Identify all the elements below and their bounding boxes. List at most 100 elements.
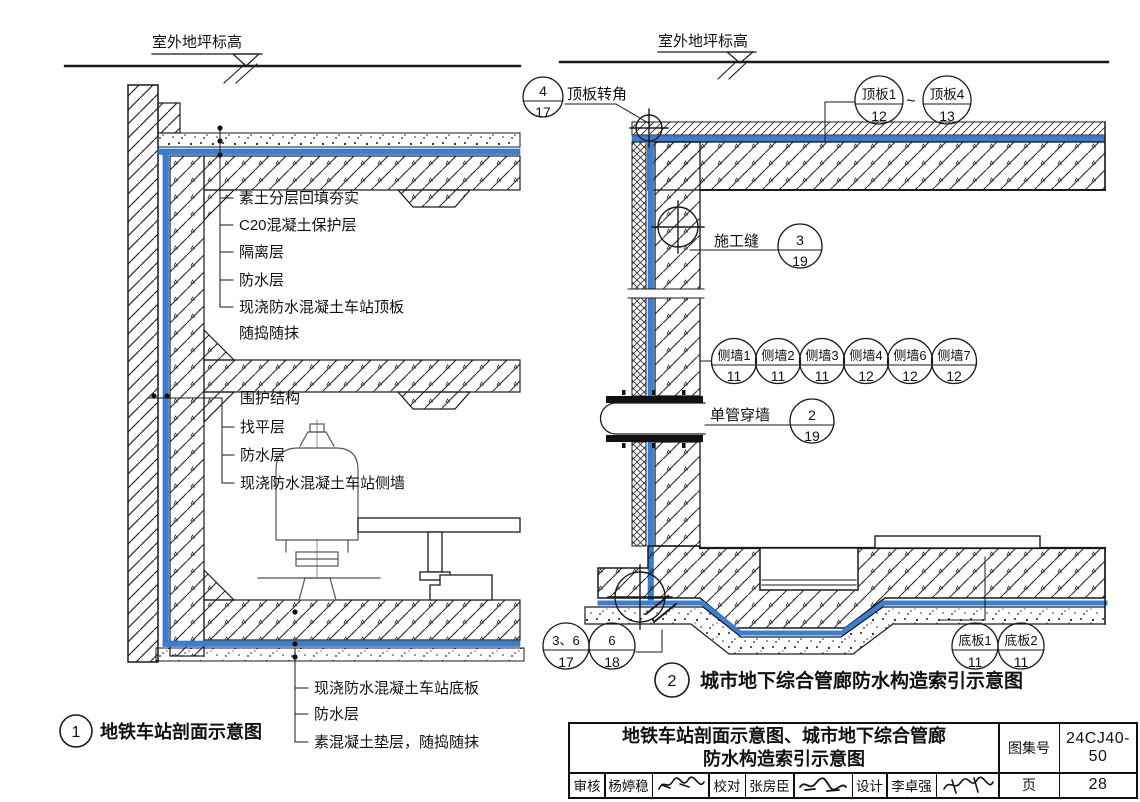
callout-waterproof-roof: 防水层 — [239, 272, 284, 289]
platform — [357, 517, 521, 601]
roof-bubble-last-page: 13 — [939, 108, 955, 124]
svg-text:11: 11 — [815, 368, 830, 384]
fig1-ground-hatch1 — [223, 63, 246, 84]
svg-text:底板2: 底板2 — [1004, 633, 1037, 648]
fig1-waterproof-floor — [162, 640, 521, 647]
fig1-number-circle — [59, 714, 93, 748]
pipe-bubble — [789, 398, 835, 444]
roof-bubble-last — [922, 75, 972, 125]
roof-bubble-leader — [824, 101, 856, 143]
check-label: 校对 — [709, 773, 745, 797]
figure2: 室外地坪标高 — [522, 33, 1110, 698]
floor-corner-icon — [607, 564, 673, 630]
pipe-label: 单管穿墙 — [710, 407, 770, 424]
design-label: 设计 — [853, 773, 886, 797]
roof-bubble-first-name: 顶板1 — [862, 87, 897, 102]
svg-text:侧墙7: 侧墙7 — [937, 348, 970, 363]
callout-waterproof-floor: 防水层 — [314, 706, 359, 723]
fig1-station-side-wall — [169, 155, 205, 657]
fig1-wall-cap — [157, 102, 181, 134]
platform-leg — [427, 531, 443, 573]
fig1-middle-slab — [203, 359, 521, 393]
drain-channel — [759, 547, 859, 591]
fig1-ground-level-icon — [231, 53, 261, 67]
pipe-flange-top — [606, 396, 703, 403]
fig1-protection-layer — [157, 132, 521, 148]
title-line1: 地铁车站剖面示意图、城市地下综合管廊 — [622, 725, 946, 746]
page-number: 28 — [1060, 773, 1136, 797]
floor-joint-tick1 — [644, 594, 670, 616]
sidewall-bubble: 侧墙2 11 — [754, 337, 802, 385]
fig1-roof-leader — [219, 129, 234, 308]
title-block: 地铁车站剖面示意图、城市地下综合管廊 防水构造索引示意图 图集号 24CJ40-… — [568, 722, 1138, 799]
svg-text:12: 12 — [858, 368, 874, 384]
corner-label: 顶板转角 — [567, 85, 627, 103]
sidewall-bubble: 侧墙3 11 — [798, 337, 846, 385]
fig1-floor-haunch — [203, 568, 236, 601]
joint-bubble-page: 19 — [792, 253, 808, 269]
fig1-middle-haunch-bottom — [203, 391, 236, 424]
callout-side-wall: 现浇防水混凝土车站侧墙 — [240, 475, 405, 492]
bottom-slab-bubbles: 底板1 11 底板2 11 — [951, 622, 1045, 670]
construction-joint-icon — [651, 200, 705, 254]
svg-text:底板1: 底板1 — [958, 633, 991, 648]
fig2-ground-hatch2 — [728, 60, 749, 80]
fig1-middle-haunch-top — [203, 328, 236, 361]
fig2-wall-break — [628, 289, 704, 298]
callout-c20-protection: C20混凝土保护层 — [239, 217, 357, 234]
callout-cushion: 素混凝土垫层，随捣随抹 — [314, 734, 479, 751]
sidewall-bubble: 侧墙4 12 — [842, 337, 890, 385]
svg-text:11: 11 — [1014, 654, 1029, 670]
svg-text:18: 18 — [604, 654, 620, 670]
corner-bubble — [522, 76, 564, 118]
checker-signature — [794, 773, 852, 797]
atlas-no-label: 图集号 — [999, 724, 1059, 772]
fig2-roof-slab — [647, 141, 1106, 191]
svg-text:11: 11 — [771, 368, 786, 384]
svg-text:侧墙6: 侧墙6 — [893, 348, 926, 363]
corner-leader — [564, 103, 651, 125]
fig1-bottom-slab — [203, 599, 521, 641]
train-body — [275, 447, 359, 541]
title-line2: 防水构造索引示意图 — [703, 749, 865, 769]
callout-roof-slab: 现浇防水混凝土车站顶板 — [239, 298, 404, 316]
fig1-ground-label: 室外地坪标高 — [152, 34, 242, 51]
fig1-reference-dots — [151, 125, 298, 660]
designer-name: 李卓强 — [887, 773, 936, 797]
fig1-retaining-wall — [127, 84, 159, 663]
roof-bubble-first — [854, 75, 904, 125]
callout-backfill: 素土分层回填夯实 — [239, 190, 359, 207]
foundation-step — [429, 574, 493, 601]
fig1-waterproof-wall — [162, 153, 169, 647]
floor-joint-tick2 — [652, 602, 678, 624]
fig1-roof-haunch — [203, 189, 236, 222]
svg-text:12: 12 — [946, 368, 962, 384]
fig1-roof-slab — [203, 155, 521, 191]
checker-name: 张房臣 — [746, 773, 793, 797]
corner-detail-icon — [629, 108, 669, 148]
sidewall-bubble: 侧墙7 12 — [930, 337, 978, 385]
svg-text:11: 11 — [968, 654, 983, 670]
corner-bubble-num: 4 — [539, 83, 547, 99]
title-block-signature-row: 审核 杨婷稳 校对 张房臣 设计 李卓强 — [570, 773, 998, 797]
joint-label: 施工缝 — [714, 233, 759, 250]
fig1-floor-leader — [294, 647, 309, 743]
pipe-through-wall — [599, 390, 706, 448]
bottom-left-leader — [635, 629, 663, 653]
fig2-protection-board-upper — [631, 141, 647, 397]
fig2-protection-board-lower — [631, 441, 647, 547]
fig2-number-circle — [654, 662, 690, 698]
review-label: 审核 — [570, 773, 604, 797]
fig2-ground-hatch1 — [717, 60, 738, 80]
reviewer-name: 杨婷稳 — [605, 773, 652, 797]
svg-text:12: 12 — [902, 368, 918, 384]
fig2-caption: 城市地下综合管廊防水构造索引示意图 — [700, 669, 1023, 692]
fig1-roof-beam — [396, 189, 472, 208]
train-plinth — [298, 577, 337, 601]
reviewer-signature — [653, 773, 708, 797]
fig2-waterproof-wall-upper — [647, 141, 654, 397]
sidewall-bubbles: 侧墙1 11 侧墙2 11 侧墙3 11 侧墙4 12 — [710, 337, 978, 385]
callout-retaining: 围护结构 — [240, 390, 300, 407]
figure1: 室外地坪标高 — [59, 34, 525, 751]
callout-roof-slab-2: 随捣随抹 — [239, 325, 299, 342]
